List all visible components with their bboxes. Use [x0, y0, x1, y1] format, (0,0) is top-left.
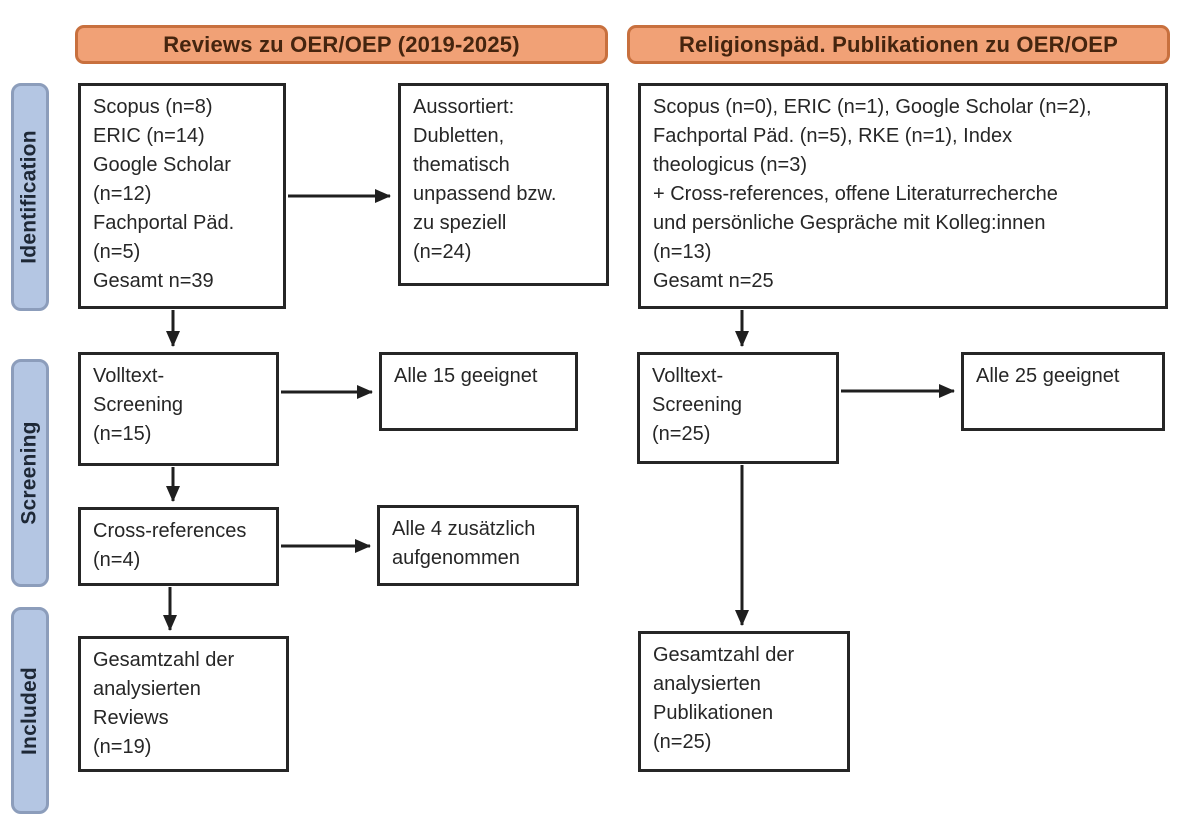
left-cross-references-box: Cross-references(n=4)	[78, 507, 279, 586]
stage-label-included-text: Included	[18, 666, 42, 755]
stage-label-identification-text: Identification	[18, 130, 41, 264]
left-screening-outcome-box: Alle 15 geeignet	[379, 352, 578, 431]
left-sources-box: Scopus (n=8)ERIC (n=14)Google Scholar(n=…	[78, 83, 286, 309]
column-header-right: Religionspäd. Publikationen zu OER/OEP	[627, 25, 1170, 64]
right-fulltext-screening-box: Volltext-Screening(n=25)	[637, 352, 839, 464]
stage-label-included: Included	[11, 607, 49, 814]
stage-label-screening: Screening	[11, 359, 49, 587]
stage-label-identification: Identification	[11, 83, 49, 311]
column-header-left: Reviews zu OER/OEP (2019-2025)	[75, 25, 608, 64]
right-screening-outcome-box: Alle 25 geeignet	[961, 352, 1165, 431]
stage-label-screening-text: Screening	[18, 421, 41, 525]
left-fulltext-screening-box: Volltext-Screening(n=15)	[78, 352, 279, 466]
right-sources-box: Scopus (n=0), ERIC (n=1), Google Scholar…	[638, 83, 1168, 309]
